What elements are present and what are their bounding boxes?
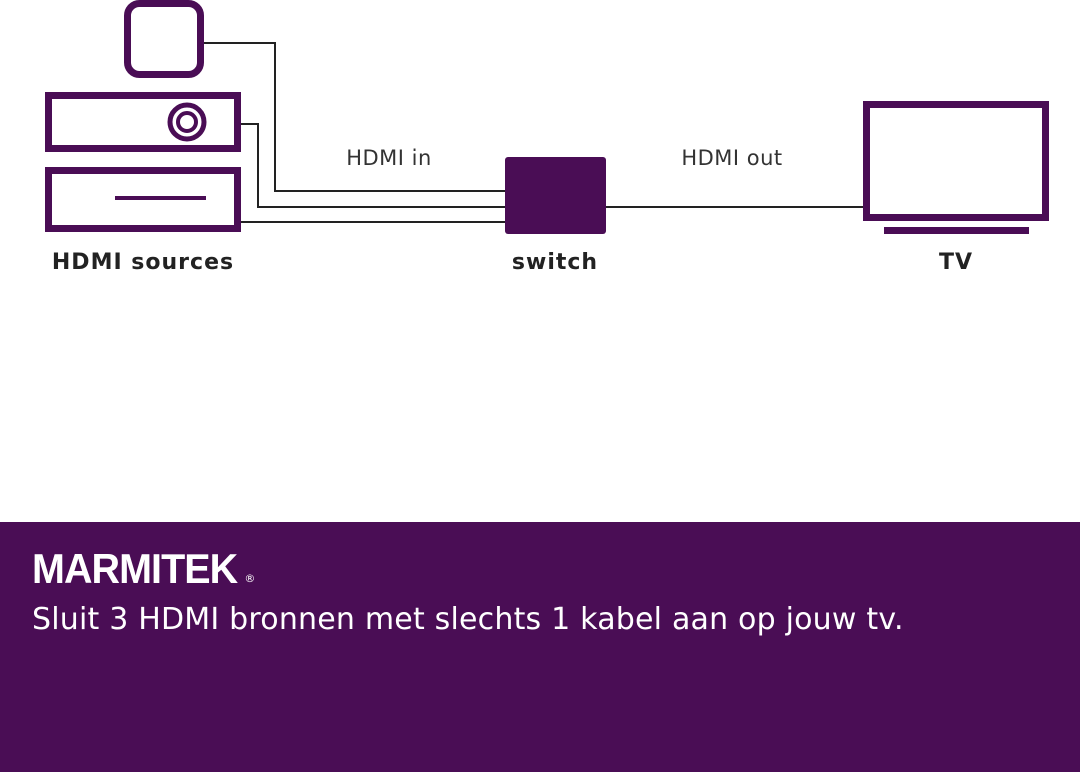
streaming-box-icon [124,0,204,78]
hdmi-switch-icon [505,157,606,234]
settop-box-icon [45,167,241,232]
tagline: Sluit 3 HDMI bronnen met slechts 1 kabel… [32,602,904,637]
connection-diagram: HDMI in HDMI out HDMI sources switch TV [45,0,1049,275]
sources-label: HDMI sources [52,250,234,275]
hdmi-out-label: HDMI out [681,146,782,170]
cable-disc-player [238,123,505,208]
hdmi-in-label: HDMI in [346,146,432,170]
tv-icon [863,101,1049,234]
logo-wordmark: MARMITEK [32,545,238,592]
cables [201,42,865,223]
marmitek-logo: MARMITEK ® [32,548,255,590]
registered-mark: ® [244,572,256,585]
switch-label: switch [512,250,598,275]
cable-streaming-box [201,42,505,192]
brand-banner: MARMITEK ® Sluit 3 HDMI bronnen met slec… [0,522,1080,772]
tv-label: TV [939,250,973,275]
disc-player-icon [45,92,241,152]
